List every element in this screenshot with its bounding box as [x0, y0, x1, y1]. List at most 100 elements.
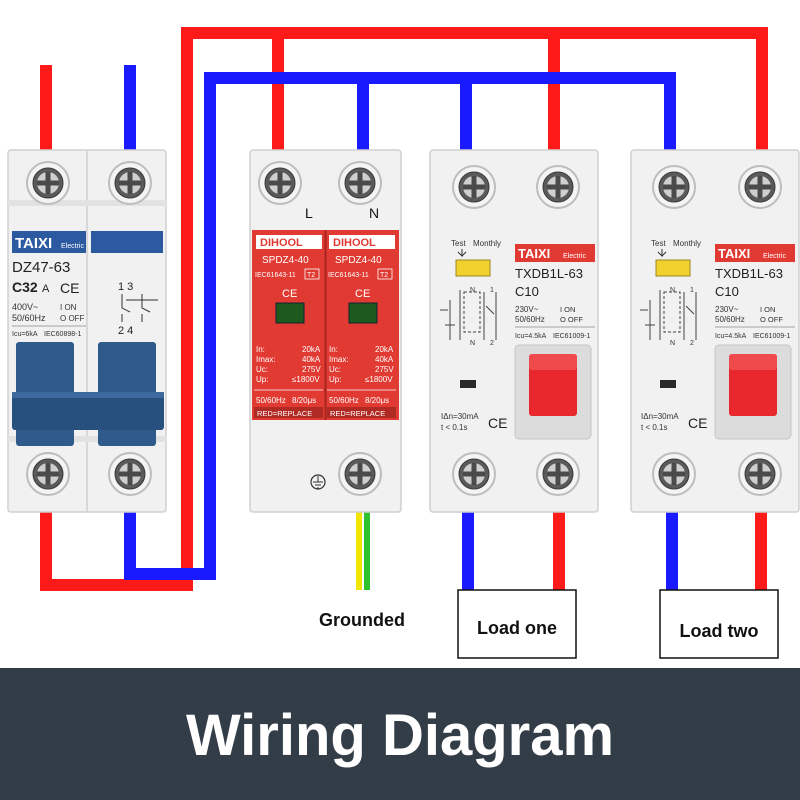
mcb-brand: TAIXI	[15, 235, 52, 252]
spd-up-label: Up:	[256, 375, 268, 384]
earth-symbol-icon	[310, 474, 326, 490]
rcbo-term-n-bottom: N	[470, 340, 475, 347]
mcb-off-label: O OFF	[60, 314, 85, 323]
mcb-handle-bar[interactable]	[12, 392, 164, 430]
rcbo-brand-sub: Electric	[563, 253, 586, 260]
spd-screw-icon	[338, 161, 382, 205]
spd-imax-value: 40kA	[375, 355, 394, 364]
spd-model-right: SPDZ4-40	[335, 255, 382, 266]
rcbo-icu: Icu=4.5kA	[515, 333, 547, 340]
spd-in-value: 20kA	[375, 345, 394, 354]
spd-brand-left: DIHOOL	[260, 237, 303, 249]
spd-screw-icon	[338, 452, 382, 496]
spd-indicator-window-right	[348, 302, 378, 324]
rcbo-screw-icon	[452, 452, 496, 496]
rcbo-frequency: 50/60Hz	[515, 315, 545, 324]
mcb-standard: IEC60898-1	[44, 331, 81, 338]
mcb-terminals-top: 1 3	[118, 281, 133, 293]
spd-imax-label: Imax:	[329, 355, 349, 364]
spd-uc-value: 275V	[375, 365, 394, 374]
surge-protector: L N DIHOOL DIHOOL SPDZ4-40 SPDZ4-40 IEC6…	[249, 149, 402, 513]
spd-replace-right: RED=REPLACE	[330, 409, 385, 418]
rcbo-icu: Icu=4.5kA	[715, 333, 747, 340]
rcbo-on-label: I ON	[760, 305, 775, 314]
arrow-down-icon	[657, 249, 667, 258]
rcbo-brand: TAIXI	[518, 246, 550, 261]
spd-model-left: SPDZ4-40	[262, 255, 309, 266]
rcbo-breaker-1: Test Monthly TAIXI Electric TXDB1L-63 C1…	[429, 149, 599, 513]
spd-standard-right: IEC61643-11	[328, 272, 369, 279]
rcbo-term-2: 2	[690, 340, 694, 347]
rcbo-monthly-label: Monthly	[473, 239, 501, 248]
rcbo-on-label: I ON	[560, 305, 575, 314]
load-one-label: Load one	[477, 618, 557, 638]
spd-type-left: T2	[307, 272, 315, 279]
rcbo-brand-band	[515, 244, 595, 262]
rcbo-screw-icon	[738, 165, 782, 209]
rcbo-off-label: O OFF	[560, 315, 583, 324]
mcb-breaker: TAIXI Electric DZ47-63 C32 A CE 400V~ 50…	[7, 149, 167, 513]
rcbo-schematic-icon	[640, 290, 697, 340]
mcb-screw-icon	[26, 452, 70, 496]
rcbo-model: TXDB1L-63	[715, 266, 783, 281]
rcbo-breaker-2: Test Monthly TAIXI Electric TXDB1L-63 C1…	[630, 149, 800, 513]
spd-uc-label: Uc:	[329, 365, 341, 374]
rcbo-term-1: 1	[690, 287, 694, 294]
spd-brand-right: DIHOOL	[333, 237, 376, 249]
spd-standard-left: IEC61643-11	[255, 272, 296, 279]
spd-ce-right: CE	[355, 288, 370, 300]
spd-up-value: ≤1800V	[365, 375, 393, 384]
mcb-voltage: 400V~	[12, 302, 38, 312]
mcb-live-output-wire	[40, 500, 193, 591]
mcb-rating: C32	[12, 279, 38, 295]
live-bus-wire	[181, 27, 768, 568]
rcbo-residual-current: IΔn=30mA	[641, 412, 679, 421]
spd-imax-value: 40kA	[302, 355, 321, 364]
rcbo-term-1: 1	[490, 287, 494, 294]
rcbo-test-label: Test	[651, 239, 666, 248]
rcbo-test-button[interactable]	[655, 259, 691, 277]
spd-freq-left: 50/60Hz	[256, 396, 286, 405]
rcbo-screw-icon	[738, 452, 782, 496]
spd-indicator-window-left	[275, 302, 305, 324]
rcbo-off-label: O OFF	[760, 315, 783, 324]
page-title: Wiring Diagram	[185, 703, 615, 768]
rcbo-term-n-top: N	[670, 287, 675, 294]
mcb-on-label: I ON	[60, 303, 77, 312]
spd-imax-label: Imax:	[256, 355, 276, 364]
spd-in-label: In:	[256, 345, 265, 354]
mcb-neutral-output-wire	[124, 500, 216, 580]
rcbo-model: TXDB1L-63	[515, 266, 583, 281]
rcbo-voltage: 230V~	[515, 305, 539, 314]
mcb-brand-sub: Electric	[61, 243, 84, 250]
title-banner	[0, 668, 800, 800]
rcbo-voltage: 230V~	[715, 305, 739, 314]
mcb-screw-icon	[108, 452, 152, 496]
spd-ce-left: CE	[282, 288, 297, 300]
rcbo-rating: C10	[715, 284, 739, 299]
load-two-label: Load two	[680, 621, 759, 641]
mcb-schematic-icon	[121, 294, 158, 313]
rcbo-brand-band	[715, 244, 795, 262]
mcb-model: DZ47-63	[12, 259, 70, 276]
rcbo-screw-icon	[536, 452, 580, 496]
mcb-screw-icon	[108, 161, 152, 205]
rcbo-monthly-label: Monthly	[673, 239, 701, 248]
rcbo-term-2: 2	[490, 340, 494, 347]
rcbo-ce-mark: CE	[688, 415, 707, 431]
spd-screw-icon	[258, 161, 302, 205]
wires	[40, 27, 768, 591]
rcbo-trip-time: t < 0.1s	[641, 423, 667, 432]
spd-up-value: ≤1800V	[292, 375, 320, 384]
rcbo-rating: C10	[515, 284, 539, 299]
spd-uc-label: Uc:	[256, 365, 268, 374]
rcbo-test-button[interactable]	[455, 259, 491, 277]
mcb-ce-mark: CE	[60, 280, 79, 296]
rcbo-test-label: Test	[451, 239, 466, 248]
spd-uc-value: 275V	[302, 365, 321, 374]
mcb-screw-icon	[26, 161, 70, 205]
rcbo-screw-icon	[652, 165, 696, 209]
spd-in-label: In:	[329, 345, 338, 354]
rcbo-standard: IEC61009-1	[553, 333, 590, 340]
